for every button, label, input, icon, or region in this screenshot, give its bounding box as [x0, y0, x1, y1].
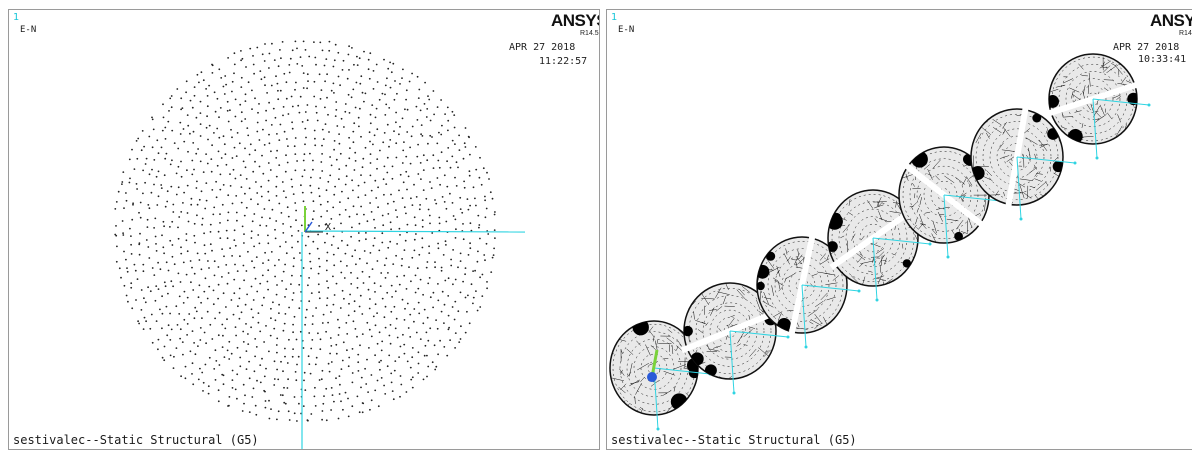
constraint-node	[1147, 103, 1151, 107]
version-label: R14	[1179, 30, 1192, 37]
nodes-plot-left[interactable]: X	[9, 10, 600, 450]
constraint-line	[872, 237, 931, 245]
constraint-line	[801, 284, 807, 348]
constraint-line	[943, 194, 1002, 202]
plot-time: 11:22:57	[539, 56, 588, 67]
model-title: sestivalec--Static Structural (G5)	[611, 433, 857, 447]
constraint-node	[804, 345, 808, 349]
mesh-disk	[1044, 53, 1142, 145]
plot-type-label: E-N	[20, 25, 37, 35]
constraint-line	[943, 194, 949, 258]
constraint-node	[857, 289, 861, 293]
graphics-viewport-right[interactable]: 1 E-N ANSYS R14 APR 27 2018 10:33:41 ses…	[606, 9, 1192, 450]
constraint-node	[1073, 161, 1077, 165]
triad-origin	[647, 372, 657, 382]
constraint-line	[872, 237, 878, 301]
constraint-line	[729, 330, 735, 394]
constraint-line	[729, 330, 789, 338]
triad-z-axis	[304, 221, 313, 233]
constraint-line-horizontal	[304, 230, 526, 233]
elements-plot-right[interactable]	[607, 10, 1192, 450]
plot-type-label: E-N	[618, 25, 635, 35]
viewport-number: 1	[611, 12, 618, 23]
constraint-line	[1016, 156, 1076, 164]
constraint-node	[786, 335, 790, 339]
constraint-line	[653, 367, 711, 375]
constraint-line	[801, 284, 860, 292]
constraint-node	[732, 391, 736, 395]
viewport-number: 1	[13, 12, 20, 23]
triad-x-label: X	[325, 222, 331, 233]
constraint-line	[1016, 156, 1022, 220]
graphics-viewport-left[interactable]: X 1 E-N ANSYS R14.5 APR 27 2018 11:22:57…	[8, 9, 600, 450]
constraint-node	[875, 298, 879, 302]
plot-date: APR 27 2018	[509, 42, 576, 53]
constraint-node	[1019, 217, 1023, 221]
model-title: sestivalec--Static Structural (G5)	[13, 433, 259, 447]
plot-date: APR 27 2018	[1113, 42, 1180, 53]
ansys-logo: ANSYS	[551, 11, 599, 30]
constraint-node	[928, 242, 932, 246]
constraint-line	[1092, 98, 1150, 106]
constraint-node	[1095, 156, 1099, 160]
constraint-node	[946, 255, 950, 259]
version-label: R14.5	[580, 30, 599, 37]
constraint-node	[656, 427, 660, 431]
constraint-line	[1092, 98, 1098, 159]
ansys-logo: ANSYS	[1150, 11, 1192, 30]
node-cloud	[114, 40, 496, 422]
plot-time: 10:33:41	[1138, 54, 1187, 65]
